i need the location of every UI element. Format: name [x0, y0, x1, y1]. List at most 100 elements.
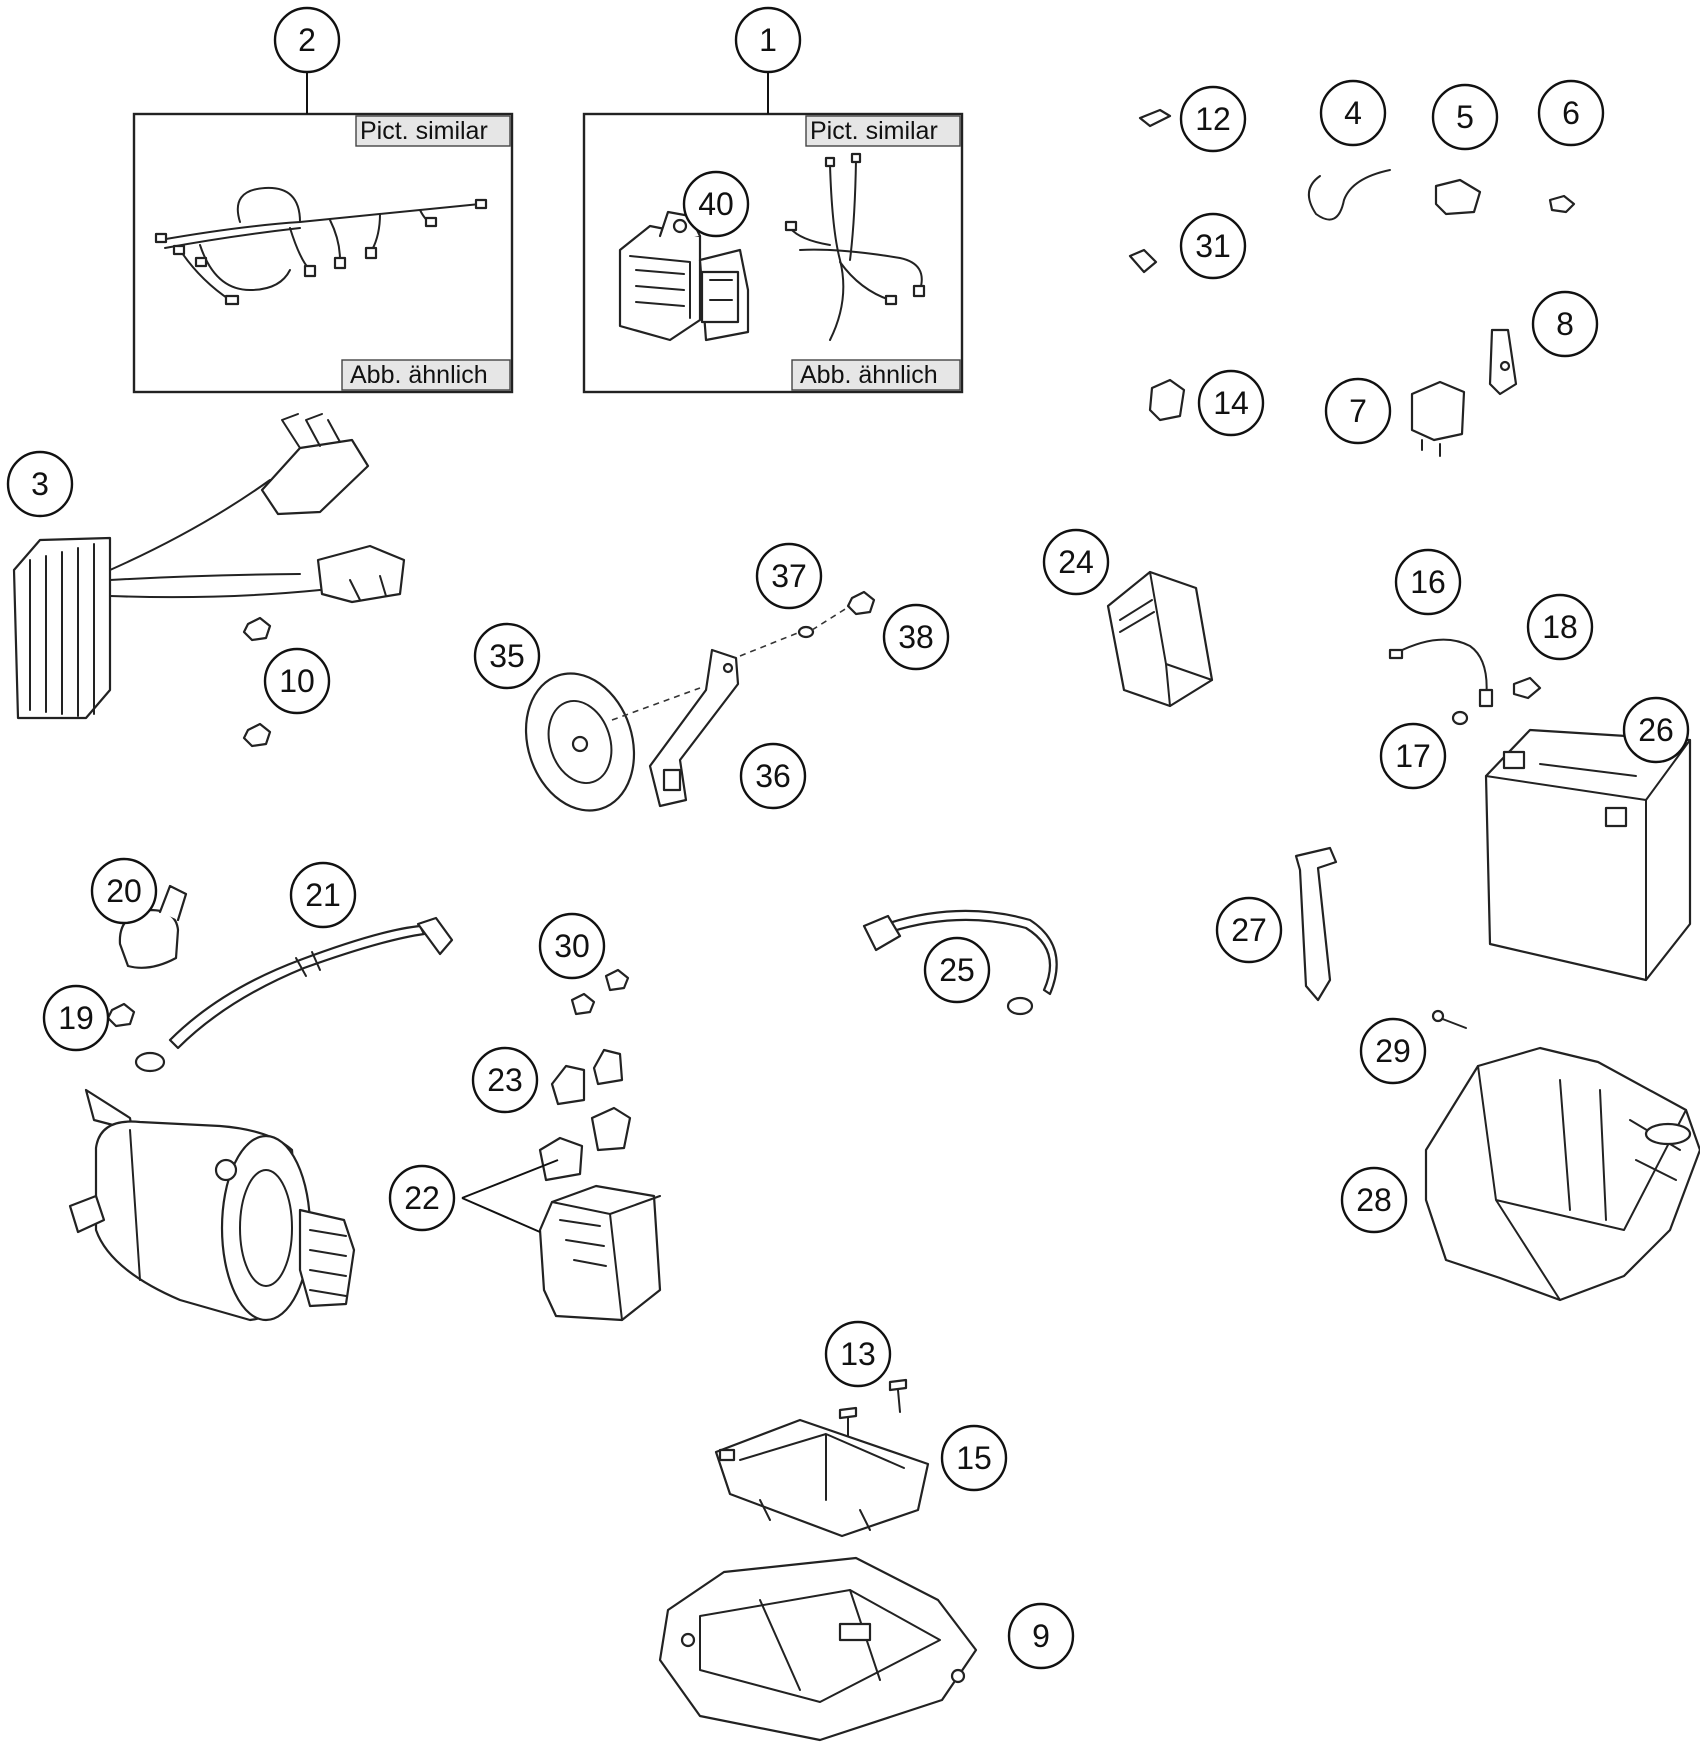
- horn-bracket-part: [648, 648, 740, 808]
- clip-part: [1548, 194, 1576, 214]
- small-fuse-part: [1138, 108, 1172, 128]
- callout-1: 1: [734, 6, 802, 74]
- wiring-harness-part: [154, 186, 488, 306]
- battery-holder-part: [1424, 1046, 1700, 1302]
- callout-15: 15: [940, 1424, 1008, 1492]
- battery-cable-part: [1388, 638, 1494, 708]
- callout-6: 6: [1537, 79, 1605, 147]
- screw-part: [838, 1378, 908, 1441]
- starter-relay-part: [538, 1106, 662, 1322]
- washer-part: [797, 625, 815, 639]
- callout-14: 14: [1197, 369, 1265, 437]
- ground-cable-part: [862, 909, 1058, 1016]
- starter-motor-part: [68, 1088, 356, 1322]
- cable-tie-part: [1308, 169, 1391, 221]
- relay-socket-part: [1148, 378, 1186, 422]
- relay-part: [1410, 380, 1466, 457]
- svg-text:27: 27: [1231, 912, 1267, 948]
- svg-text:7: 7: [1349, 393, 1367, 429]
- module-harness-part: [784, 152, 926, 341]
- frame-wiring-harness: Pict. similar Abb. ähnlich: [132, 72, 514, 394]
- callout-35: 35: [473, 622, 541, 690]
- callout-9: 9: [1007, 1602, 1075, 1670]
- svg-text:16: 16: [1410, 564, 1446, 600]
- callout-18: 18: [1526, 593, 1594, 661]
- abb-aehnlich-label: Abb. ähnlich: [800, 361, 938, 389]
- callout-25: 25: [923, 936, 991, 1004]
- frame-control-module: Pict. similar Abb. ähnlich: [582, 72, 964, 394]
- svg-text:26: 26: [1638, 712, 1674, 748]
- svg-text:6: 6: [1562, 95, 1580, 131]
- callout-40: 40: [682, 170, 750, 238]
- callout-4: 4: [1319, 79, 1387, 147]
- bracket-plate-part: [1488, 328, 1518, 396]
- callout-28: 28: [1340, 1166, 1408, 1234]
- pict-similar-label: Pict. similar: [810, 117, 938, 145]
- svg-text:13: 13: [840, 1336, 876, 1372]
- svg-text:14: 14: [1213, 385, 1249, 421]
- svg-text:40: 40: [698, 186, 734, 222]
- svg-text:8: 8: [1556, 306, 1574, 342]
- fuse-cap-part: [570, 968, 630, 1016]
- svg-text:36: 36: [755, 758, 791, 794]
- svg-text:31: 31: [1195, 228, 1231, 264]
- callout-31: 31: [1179, 212, 1247, 280]
- svg-text:25: 25: [939, 952, 975, 988]
- callout-16: 16: [1394, 548, 1462, 616]
- starter-cable-part: [134, 916, 454, 1073]
- control-module-part: [618, 210, 750, 342]
- callout-20: 20: [90, 857, 158, 925]
- svg-text:37: 37: [771, 558, 807, 594]
- callout-22: 22: [388, 1164, 456, 1232]
- svg-text:17: 17: [1395, 738, 1431, 774]
- cable-nut-part: [106, 1002, 136, 1028]
- callout-30: 30: [538, 912, 606, 980]
- voltage-regulator-part: [12, 413, 406, 720]
- horn-nut-part: [846, 590, 876, 616]
- nut-part: [242, 616, 272, 748]
- callout-7: 7: [1324, 377, 1392, 445]
- callout-37: 37: [755, 542, 823, 610]
- callout-5: 5: [1431, 83, 1499, 151]
- callout-21: 21: [289, 861, 357, 929]
- battery-screw-part: [1512, 676, 1542, 700]
- svg-text:28: 28: [1356, 1182, 1392, 1218]
- svg-text:29: 29: [1375, 1033, 1411, 1069]
- svg-text:5: 5: [1456, 99, 1474, 135]
- svg-text:2: 2: [298, 22, 316, 58]
- svg-text:22: 22: [404, 1180, 440, 1216]
- callout-26: 26: [1622, 696, 1690, 764]
- svg-text:10: 10: [279, 663, 315, 699]
- svg-text:9: 9: [1032, 1618, 1050, 1654]
- svg-text:30: 30: [554, 928, 590, 964]
- cap-part-31: [1128, 248, 1158, 274]
- callout-19: 19: [42, 984, 110, 1052]
- svg-text:3: 3: [31, 466, 49, 502]
- svg-text:23: 23: [487, 1062, 523, 1098]
- svg-text:38: 38: [898, 619, 934, 655]
- svg-text:1: 1: [759, 22, 777, 58]
- battery-strap-part: [1294, 846, 1338, 1002]
- svg-text:20: 20: [106, 873, 142, 909]
- battery-part: [1484, 728, 1692, 982]
- fuse-part: [550, 1048, 624, 1106]
- battery-washer-part: [1451, 710, 1469, 726]
- abb-aehnlich-label: Abb. ähnlich: [350, 361, 488, 389]
- callout-13: 13: [824, 1320, 892, 1388]
- ecu-bracket-part: [714, 1418, 930, 1538]
- ecu-tray-part: [658, 1556, 978, 1742]
- callout-12: 12: [1179, 85, 1247, 153]
- svg-text:21: 21: [305, 877, 341, 913]
- callout-8: 8: [1531, 290, 1599, 358]
- callout-10: 10: [263, 647, 331, 715]
- svg-text:24: 24: [1058, 544, 1094, 580]
- callout-3: 3: [6, 450, 74, 518]
- svg-text:19: 19: [58, 1000, 94, 1036]
- callout-23: 23: [471, 1046, 539, 1114]
- battery-box-screw-part: [1431, 1009, 1467, 1029]
- callout-17: 17: [1379, 722, 1447, 790]
- callout-27: 27: [1215, 896, 1283, 964]
- horn-part: [524, 672, 636, 812]
